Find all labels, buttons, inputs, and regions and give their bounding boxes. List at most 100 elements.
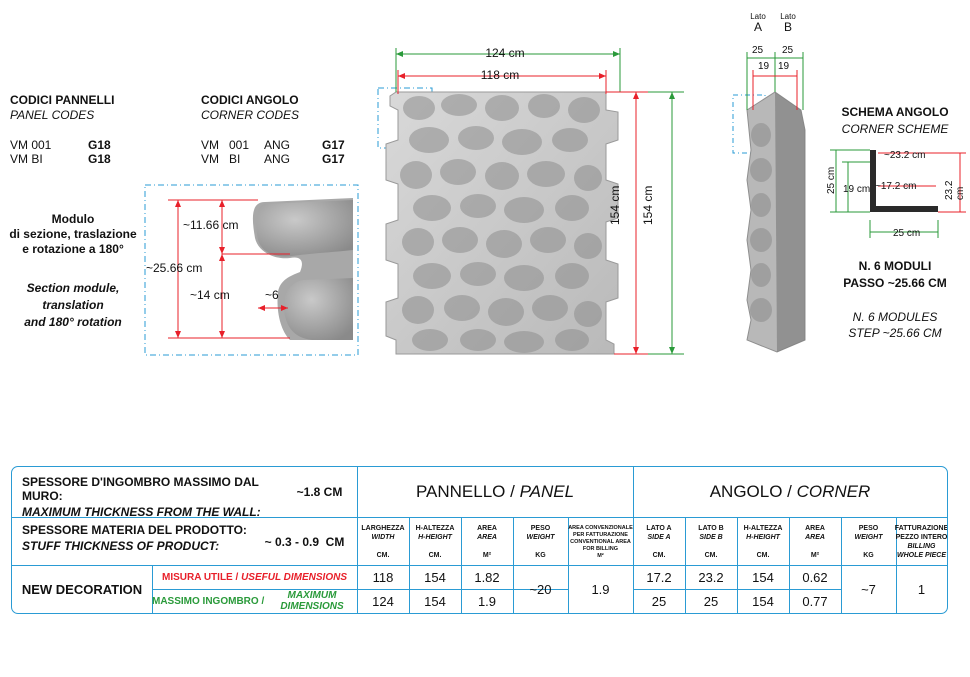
max-it: MASSIMO INGOMBRO / [152, 595, 267, 607]
col-0-unit: CM. [376, 552, 390, 559]
panel-body [385, 91, 619, 355]
module-en-line-3: and 180° rotation [24, 315, 122, 329]
col-1-it: H-ALTEZZA [415, 525, 455, 532]
module-it-line-2: di sezione, traslazione [9, 227, 137, 241]
panel-code-2-group: G18 [88, 152, 111, 166]
scheme-dim-19: 19 cm [843, 184, 871, 195]
corner-billing: 1 [917, 581, 926, 597]
col-header-corner-side-a: LATO A SIDE A CM. [633, 519, 685, 565]
scheme-dim-17-2: ~17.2 cm [875, 181, 917, 192]
panel-height-max: 154 cm [641, 185, 655, 225]
max-panel-width: 124 [372, 593, 394, 609]
panel-code-2: VM BI [10, 152, 43, 166]
col-3-unit: KG [535, 552, 546, 559]
panel-codes-subtitle: PANEL CODES [10, 108, 95, 122]
useful-panel-area: 1.82 [474, 569, 500, 585]
col-5-en: SIDE A [647, 534, 671, 541]
max-panel-area: 1.9 [477, 593, 497, 609]
col-4-unit: M² [597, 552, 604, 559]
useful-en: USEFUL DIMENSIONS [241, 571, 347, 583]
col-8-it: AREA [805, 525, 825, 532]
col-3-it: PESO [530, 525, 551, 532]
scheme-dim-25-bottom: 25 cm [893, 228, 921, 239]
col-10-en: BILLING WHOLE PIECE [896, 543, 946, 559]
panel-height-useful: 154 cm [608, 185, 622, 225]
col-5-unit: CM. [652, 552, 666, 559]
corner-code-2: VM BI [201, 152, 241, 166]
col-8-unit: M² [810, 552, 820, 559]
corner-header-it: ANGOLO / [709, 482, 797, 501]
corner-code-2-group: G17 [322, 152, 345, 166]
row-useful-dimensions: MISURA UTILE / USEFUL DIMENSIONS [152, 565, 357, 589]
side-a-label: Lato A [743, 12, 773, 34]
col-7-unit: CM. [756, 552, 770, 559]
thickness-mat-it: SPESSORE MATERIA DEL PRODOTTO: [22, 523, 247, 537]
useful-corner-side-a: 17.2 [646, 569, 672, 585]
corner-dim-a-useful: 19 [758, 61, 770, 72]
col-5-it: LATO A [646, 525, 672, 532]
max-corner-side-a: 25 [651, 593, 667, 609]
corner-code-1-ang: ANG [264, 138, 291, 152]
modules-it-1: N. 6 MODULI [858, 259, 932, 273]
corner-stones [750, 123, 772, 322]
corner-codes-subtitle: CORNER CODES [201, 108, 300, 122]
col-6-it: LATO B [698, 525, 724, 532]
corner-side-b [775, 92, 805, 352]
modules-it-2: PASSO ~25.66 CM [843, 276, 947, 290]
detail-frame [144, 184, 359, 356]
panel-code-1: VM 001 [10, 138, 52, 152]
useful-panel-width: 118 [372, 569, 394, 585]
max-panel-height: 154 [424, 593, 446, 609]
detail-dim-depth: ~6 [265, 288, 279, 302]
module-en-line-1: Section module, [26, 281, 120, 295]
useful-corner-height: 154 [752, 569, 774, 585]
row-max-dimensions: MASSIMO INGOMBRO / MAXIMUM DIMENSIONS [152, 589, 357, 613]
corner-codes-title: CODICI ANGOLO [201, 93, 299, 107]
scheme-dim-25-left: 25 cm [826, 166, 837, 194]
detail-dim-bottom: ~14 cm [190, 288, 230, 302]
col-4-it: AREA CONVENZIONALE PER FATTURAZIONE [568, 524, 633, 538]
panel-width-max: 124 cm [485, 46, 525, 60]
row-label-new-decoration: NEW DECORATION [21, 581, 143, 597]
corner-drawing [732, 52, 806, 353]
panel-section-header: PANNELLO / PANEL [357, 467, 633, 517]
corner-code-2-ang: ANG [264, 152, 291, 166]
max-corner-area: 0.77 [802, 593, 828, 609]
panel-weight: ~20 [529, 581, 552, 597]
col-10-it: FATTURAZIONE PEZZO INTERO [894, 525, 948, 541]
col-header-corner-billing: FATTURAZIONE PEZZO INTERO BILLING WHOLE P… [894, 519, 948, 565]
panel-stones [400, 94, 602, 353]
col-9-it: PESO [858, 525, 879, 532]
section-detail-drawing [144, 184, 359, 356]
col-6-en: SIDE B [699, 534, 723, 541]
max-corner-side-b: 25 [703, 593, 719, 609]
max-en: MAXIMUM DIMENSIONS [280, 590, 344, 612]
corner-dim-b-useful: 19 [778, 61, 790, 72]
col-0-it: LARGHEZZA [361, 525, 405, 532]
corner-scheme-drawing [830, 149, 966, 238]
module-text-en: Section module, translation and 180° rot… [0, 280, 146, 331]
col-2-it: AREA [477, 525, 497, 532]
module-it-line-3: e rotazione a 180° [22, 242, 124, 256]
thickness-mat-value: ~ 0.3 - 0.9 CM [264, 535, 345, 549]
side-b-label: Lato B [773, 12, 803, 34]
corner-dim-b-max: 25 [782, 45, 794, 56]
col-9-en: WEIGHT [854, 534, 883, 541]
thickness-max-label: SPESSORE D'INGOMBRO MASSIMO DAL MURO: MA… [22, 475, 282, 519]
panel-width-useful: 118 cm [480, 68, 520, 82]
module-it-line-1: Modulo [51, 212, 95, 226]
panel-header-en: PANEL [519, 482, 575, 501]
detail-stone-bottom [283, 278, 353, 340]
thickness-max-value: ~1.8 CM [296, 485, 343, 499]
modules-en-2: STEP ~25.66 CM [848, 326, 942, 340]
corner-weight: ~7 [861, 581, 876, 597]
max-corner-height: 154 [752, 593, 774, 609]
panel-drawing [377, 48, 684, 355]
module-text-it: Modulo di sezione, traslazione e rotazio… [0, 212, 146, 257]
useful-corner-side-b: 23.2 [698, 569, 724, 585]
